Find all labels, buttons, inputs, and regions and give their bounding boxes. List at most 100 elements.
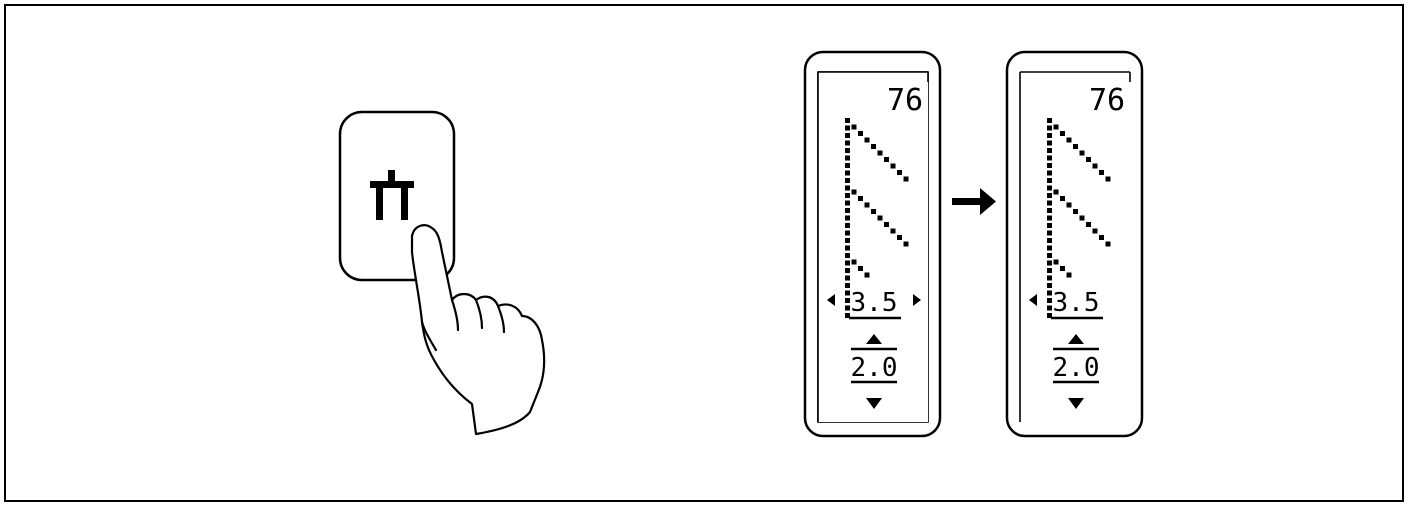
stitch-dot xyxy=(845,238,850,243)
pattern-number: 76 xyxy=(887,83,923,118)
stitch-dot xyxy=(1047,126,1052,131)
stitch-dot xyxy=(1047,141,1052,146)
stitch-dot xyxy=(845,193,850,198)
stitch-dot xyxy=(845,126,850,131)
stitch-dot xyxy=(1047,156,1052,161)
stitch-dot xyxy=(845,283,850,288)
stitch-dot xyxy=(891,229,896,234)
stitch-dot xyxy=(845,231,850,236)
stitch-dot xyxy=(904,177,909,182)
stitch-dot xyxy=(878,151,883,156)
stitch-dot xyxy=(1099,170,1104,175)
stitch-dot xyxy=(1047,216,1052,221)
stitch-dot xyxy=(1080,151,1085,156)
stitch-width-value: 3.5 xyxy=(1053,288,1100,318)
stitch-dot xyxy=(1047,253,1052,258)
lcd-panel-before: 76 3.5 2.0 xyxy=(805,52,940,436)
pointing-hand-icon xyxy=(412,225,544,434)
stitch-dot xyxy=(1047,171,1052,176)
stitch-dot xyxy=(1047,298,1052,303)
stitch-dot xyxy=(845,253,850,258)
stitch-dot xyxy=(1047,283,1052,288)
stitch-dot xyxy=(865,203,870,208)
stitch-dot xyxy=(891,164,896,169)
stitch-dot xyxy=(845,246,850,251)
stitch-dot xyxy=(1047,306,1052,311)
stitch-width-value: 3.5 xyxy=(851,288,898,318)
stitch-dot xyxy=(1047,148,1052,153)
stitch-dot xyxy=(845,276,850,281)
stitch-dot xyxy=(1073,144,1078,149)
stitch-dot xyxy=(845,261,850,266)
stitch-dot xyxy=(1067,203,1072,208)
stitch-dot xyxy=(845,201,850,206)
stitch-dot xyxy=(1047,246,1052,251)
stitch-dot xyxy=(897,235,902,240)
stitch-length-value: 2.0 xyxy=(851,353,898,383)
stitch-dot xyxy=(884,222,889,227)
stitch-dot xyxy=(845,298,850,303)
stitch-dot xyxy=(1060,196,1065,201)
stitch-dot xyxy=(1093,229,1098,234)
stitch-dot xyxy=(1080,216,1085,221)
stitch-dot xyxy=(1073,209,1078,214)
stitch-dot xyxy=(1047,133,1052,138)
stitch-dot xyxy=(1047,193,1052,198)
stitch-dot xyxy=(845,118,850,123)
stitch-dot xyxy=(858,131,863,136)
stitch-length-value: 2.0 xyxy=(1053,353,1100,383)
stitch-dot xyxy=(1047,118,1052,123)
stitch-dot xyxy=(1054,260,1059,265)
stitch-dot xyxy=(852,190,857,195)
stitch-dot xyxy=(845,208,850,213)
stitch-dot xyxy=(1067,138,1072,143)
stitch-dot xyxy=(1047,238,1052,243)
stitch-dot xyxy=(1047,163,1052,168)
stitch-dot xyxy=(1047,231,1052,236)
stitch-dot xyxy=(845,306,850,311)
stitch-dot xyxy=(1106,177,1111,182)
stitch-dot xyxy=(1054,125,1059,130)
stitch-dot xyxy=(878,216,883,221)
stitch-dot xyxy=(865,138,870,143)
stitch-dot xyxy=(1047,291,1052,296)
stitch-dot xyxy=(1086,157,1091,162)
lcd-panel-after: 76 3.5 2.0 xyxy=(1007,52,1142,436)
stitch-dot xyxy=(897,170,902,175)
stitch-dot xyxy=(845,268,850,273)
stitch-dot xyxy=(845,156,850,161)
stitch-dot xyxy=(845,171,850,176)
stitch-dot xyxy=(845,141,850,146)
stitch-dot xyxy=(1054,190,1059,195)
stitch-dot xyxy=(1047,208,1052,213)
stitch-dot xyxy=(1047,201,1052,206)
stitch-dot xyxy=(1047,223,1052,228)
stitch-dot xyxy=(852,260,857,265)
stitch-dot xyxy=(884,157,889,162)
stitch-dot xyxy=(858,196,863,201)
stitch-dot xyxy=(871,209,876,214)
stitch-dot xyxy=(845,223,850,228)
stitch-dot xyxy=(904,242,909,247)
stitch-dot xyxy=(852,125,857,130)
stitch-dot xyxy=(1047,178,1052,183)
stitch-dot xyxy=(858,266,863,271)
pattern-number: 76 xyxy=(1089,83,1125,118)
stitch-dot xyxy=(1047,261,1052,266)
stitch-dot xyxy=(845,291,850,296)
stitch-dot xyxy=(845,148,850,153)
stitch-dot xyxy=(1086,222,1091,227)
stitch-dot xyxy=(845,133,850,138)
stitch-dot xyxy=(845,178,850,183)
stitch-dot xyxy=(1047,276,1052,281)
stitch-dot xyxy=(871,144,876,149)
stitch-dot xyxy=(1106,242,1111,247)
stitch-dot xyxy=(1067,273,1072,278)
stitch-dot xyxy=(845,163,850,168)
stitch-dot xyxy=(865,273,870,278)
stitch-dot xyxy=(845,186,850,191)
stitch-dot xyxy=(1099,235,1104,240)
right-arrow-icon xyxy=(952,188,996,215)
stitch-dot xyxy=(1047,186,1052,191)
